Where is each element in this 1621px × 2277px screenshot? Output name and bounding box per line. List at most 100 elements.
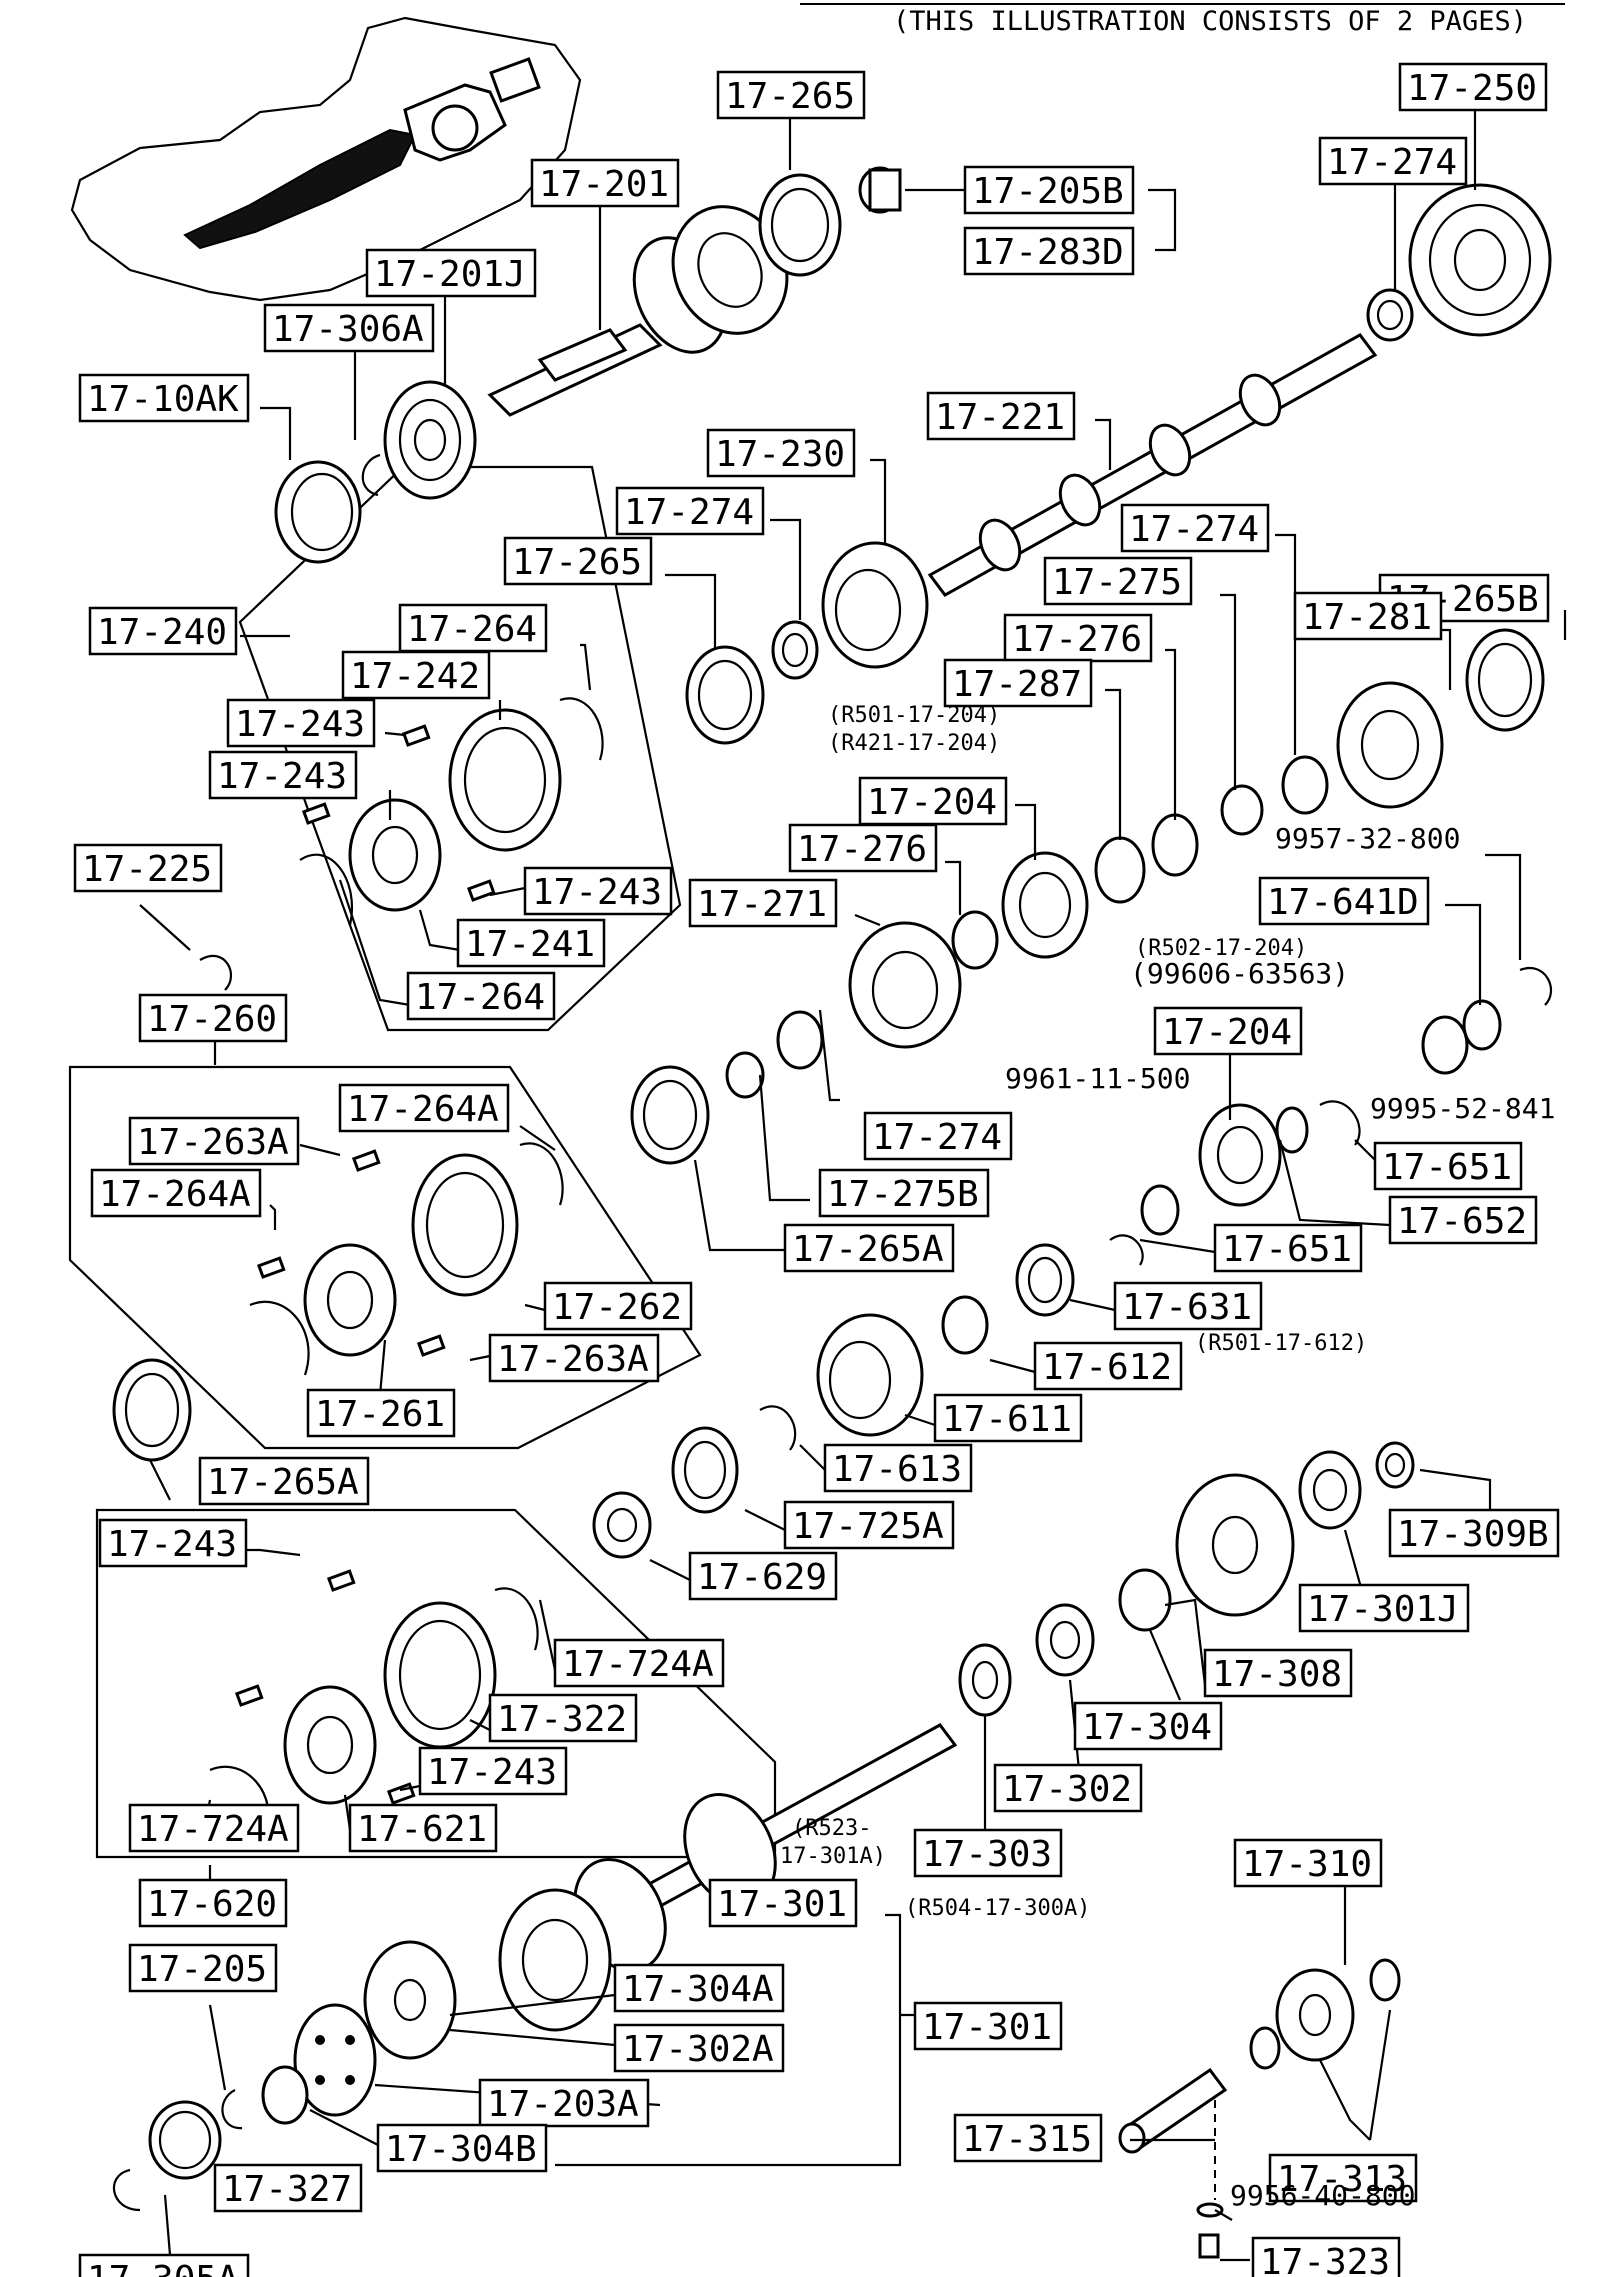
part-label-17-651[interactable]: 17-651 <box>1373 1141 1523 1191</box>
part-label-17-281[interactable]: 17-281 <box>1293 591 1443 641</box>
part-label-17-651[interactable]: 17-651 <box>1213 1223 1363 1273</box>
label-box[interactable] <box>993 1763 1143 1813</box>
part-label-17-221[interactable]: 17-221 <box>926 391 1076 441</box>
part-label-17-243[interactable]: 17-243 <box>418 1746 568 1796</box>
part-label-17-274[interactable]: 17-274 <box>863 1111 1013 1161</box>
label-box[interactable] <box>688 878 838 928</box>
label-box[interactable] <box>338 1083 510 1133</box>
part-label-17-621[interactable]: 17-621 <box>348 1803 498 1853</box>
label-box[interactable] <box>88 606 238 656</box>
label-box[interactable] <box>1293 591 1443 641</box>
part-label-17-243[interactable]: 17-243 <box>226 698 376 748</box>
label-box[interactable] <box>943 658 1093 708</box>
part-label-17-309b[interactable]: 17-309B <box>1388 1508 1560 1558</box>
label-box[interactable] <box>553 1638 725 1688</box>
part-label-17-203a[interactable]: 17-203A <box>478 2078 650 2128</box>
part-label-17-274[interactable]: 17-274 <box>615 486 765 536</box>
part-label-17-274[interactable]: 17-274 <box>1120 503 1270 553</box>
part-label-17-276[interactable]: 17-276 <box>788 823 938 873</box>
part-label-17-613[interactable]: 17-613 <box>823 1443 973 1493</box>
label-box[interactable] <box>1233 1838 1383 1888</box>
label-box[interactable] <box>1298 1583 1470 1633</box>
part-label-17-271[interactable]: 17-271 <box>688 878 838 928</box>
label-box[interactable] <box>488 1333 660 1383</box>
part-label-17-225[interactable]: 17-225 <box>73 843 223 893</box>
label-box[interactable] <box>138 1878 288 1928</box>
part-label-17-275[interactable]: 17-275 <box>1043 556 1193 606</box>
part-label-17-301[interactable]: 17-301 <box>708 1878 858 1928</box>
label-box[interactable] <box>933 1393 1083 1443</box>
part-label-17-265[interactable]: 17-265 <box>503 536 653 586</box>
part-label-17-724a[interactable]: 17-724A <box>553 1638 725 1688</box>
label-box[interactable] <box>341 650 491 700</box>
part-label-17-308[interactable]: 17-308 <box>1203 1648 1353 1698</box>
label-box[interactable] <box>263 303 435 353</box>
label-box[interactable] <box>543 1281 693 1331</box>
label-box[interactable] <box>226 698 376 748</box>
label-box[interactable] <box>1033 1341 1183 1391</box>
label-box[interactable] <box>365 248 537 298</box>
part-label-17-241[interactable]: 17-241 <box>456 918 606 968</box>
label-box[interactable] <box>523 866 673 916</box>
label-box[interactable] <box>823 1443 973 1493</box>
part-label-17-652[interactable]: 17-652 <box>1388 1195 1538 1245</box>
part-label-17-204[interactable]: 17-204 <box>858 776 1008 826</box>
label-box[interactable] <box>128 1943 278 1993</box>
part-label-17-265a[interactable]: 17-265A <box>198 1456 370 1506</box>
label-box[interactable] <box>788 823 938 873</box>
label-box[interactable] <box>1373 1141 1523 1191</box>
part-label-17-230[interactable]: 17-230 <box>706 428 856 478</box>
part-label-17-201[interactable]: 17-201 <box>530 158 680 208</box>
label-box[interactable] <box>1073 1701 1223 1751</box>
part-label-17-306a[interactable]: 17-306A <box>263 303 435 353</box>
part-label-17-302[interactable]: 17-302 <box>993 1763 1143 1813</box>
label-box[interactable] <box>78 2253 250 2277</box>
label-box[interactable] <box>306 1388 456 1438</box>
label-box[interactable] <box>1388 1508 1560 1558</box>
part-label-17-323[interactable]: 17-323 <box>1251 2236 1401 2277</box>
label-box[interactable] <box>688 1551 838 1601</box>
label-box[interactable] <box>138 993 288 1043</box>
part-label-17-264[interactable]: 17-264 <box>406 971 556 1021</box>
label-box[interactable] <box>913 1828 1063 1878</box>
part-label-17-611[interactable]: 17-611 <box>933 1393 1083 1443</box>
label-box[interactable] <box>208 750 358 800</box>
part-label-17-264a[interactable]: 17-264A <box>90 1168 262 1218</box>
part-label-17-205b[interactable]: 17-205B <box>963 165 1135 215</box>
label-box[interactable] <box>953 2113 1103 2163</box>
part-label-17-301[interactable]: 17-301 <box>913 2001 1063 2051</box>
part-label-17-327[interactable]: 17-327 <box>213 2163 363 2213</box>
part-label-17-304b[interactable]: 17-304B <box>376 2123 548 2173</box>
part-label-17-275b[interactable]: 17-275B <box>818 1168 990 1218</box>
label-box[interactable] <box>488 1693 638 1743</box>
label-box[interactable] <box>73 843 223 893</box>
label-box[interactable] <box>783 1500 955 1550</box>
label-box[interactable] <box>1268 2153 1418 2203</box>
part-label-17-304a[interactable]: 17-304A <box>613 1963 785 2013</box>
part-label-17-631[interactable]: 17-631 <box>1113 1281 1263 1331</box>
label-box[interactable] <box>198 1456 370 1506</box>
label-box[interactable] <box>1043 556 1193 606</box>
part-label-17-724a[interactable]: 17-724A <box>128 1803 300 1853</box>
part-label-17-310[interactable]: 17-310 <box>1233 1838 1383 1888</box>
part-label-17-10ak[interactable]: 17-10AK <box>78 373 250 423</box>
label-box[interactable] <box>128 1803 300 1853</box>
label-box[interactable] <box>708 1878 858 1928</box>
part-label-17-243[interactable]: 17-243 <box>98 1518 248 1568</box>
label-box[interactable] <box>1203 1648 1353 1698</box>
label-box[interactable] <box>456 918 606 968</box>
label-box[interactable] <box>716 70 866 120</box>
label-box[interactable] <box>1388 1195 1538 1245</box>
label-box[interactable] <box>706 428 856 478</box>
label-box[interactable] <box>926 391 1076 441</box>
part-label-17-264[interactable]: 17-264 <box>398 603 548 653</box>
part-label-17-261[interactable]: 17-261 <box>306 1388 456 1438</box>
label-box[interactable] <box>1113 1281 1263 1331</box>
part-label-17-243[interactable]: 17-243 <box>523 866 673 916</box>
part-label-17-725a[interactable]: 17-725A <box>783 1500 955 1550</box>
label-box[interactable] <box>398 603 548 653</box>
part-label-17-322[interactable]: 17-322 <box>488 1693 638 1743</box>
part-label-17-250[interactable]: 17-250 <box>1398 62 1548 112</box>
label-box[interactable] <box>1318 136 1468 186</box>
part-label-17-315[interactable]: 17-315 <box>953 2113 1103 2163</box>
